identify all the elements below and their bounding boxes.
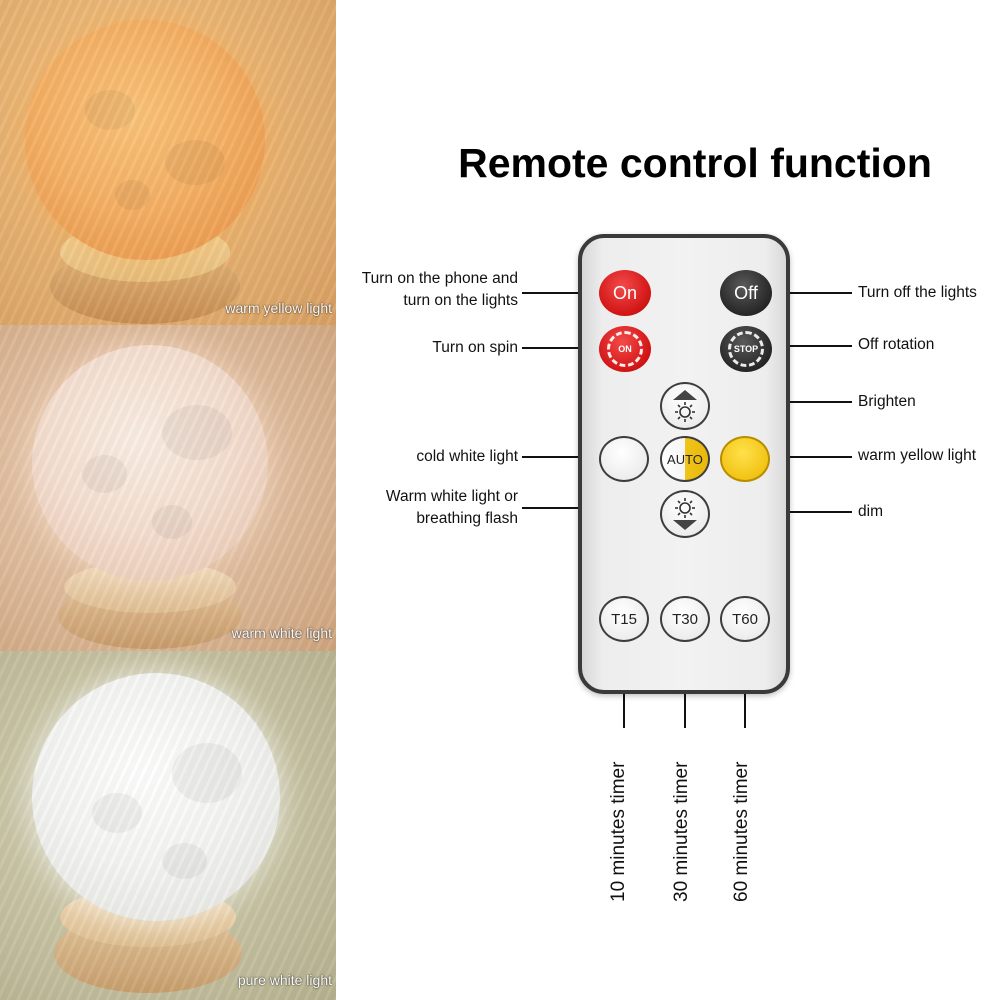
callout-cold-white: cold white light [416,448,518,465]
timer-30-button[interactable]: T30 [660,596,710,642]
photo-warm-yellow: warm yellow light [0,0,336,325]
photo-label: pure white light [237,972,332,988]
auto-button[interactable]: AUTO [660,436,710,482]
brighten-button[interactable] [660,382,710,430]
moon-lamp-pure-white [32,673,280,921]
spin-on-button[interactable]: ON [599,326,651,372]
moon-lamp-warm-white [32,345,268,581]
callout-brighten: Brighten [858,393,916,410]
timer-60-button[interactable]: T60 [720,596,770,642]
timer-15-button[interactable]: T15 [599,596,649,642]
power-on-label: On [612,282,637,303]
callout-warm-yellow: warm yellow light [858,447,977,464]
callout-spin-off: Off rotation [858,336,935,353]
callout-line: Warm white light or [385,488,518,505]
callout-line: breathing flash [416,510,518,527]
sun-down-icon [673,498,697,530]
dim-button[interactable] [660,490,710,538]
photo-pure-white: pure white light [0,651,336,1000]
moon-lamp-yellow [25,20,265,260]
timer-60-label: 60 minutes timer [731,761,752,902]
photo-warm-white: warm white light [0,325,336,651]
photo-label: warm white light [231,625,332,641]
timer-label: T30 [672,610,698,628]
callout-auto: Warm white light or breathing flash [348,486,518,530]
spin-on-label: ON [618,344,632,354]
callout-spin-on: Turn on spin [432,339,518,356]
gear-icon: ON [607,331,643,367]
power-off-button[interactable]: Off [720,270,772,316]
warm-yellow-button[interactable] [720,436,770,482]
page-title: Remote control function [458,140,932,186]
power-off-label: Off [734,282,758,303]
callout-power-off: Turn off the lights [858,284,977,301]
callout-power-on: Turn on the phone and turn on the lights [348,268,518,312]
auto-label: AUTO [667,451,703,467]
sun-up-icon [673,390,697,422]
callout-dim: dim [858,503,883,520]
timer-label: T15 [611,610,637,628]
gear-icon: STOP [728,331,764,367]
spin-stop-label: STOP [733,344,759,354]
cold-white-button[interactable] [599,436,649,482]
timer-30-label: 30 minutes timer [671,761,692,902]
power-on-button[interactable]: On [599,270,651,316]
timer-10-label: 10 minutes timer [608,761,629,902]
spin-stop-button[interactable]: STOP [720,326,772,372]
callout-line: turn on the lights [403,292,518,309]
photo-label: warm yellow light [225,300,332,316]
timer-label: T60 [732,610,758,628]
callout-line: Turn on the phone and [361,270,518,287]
